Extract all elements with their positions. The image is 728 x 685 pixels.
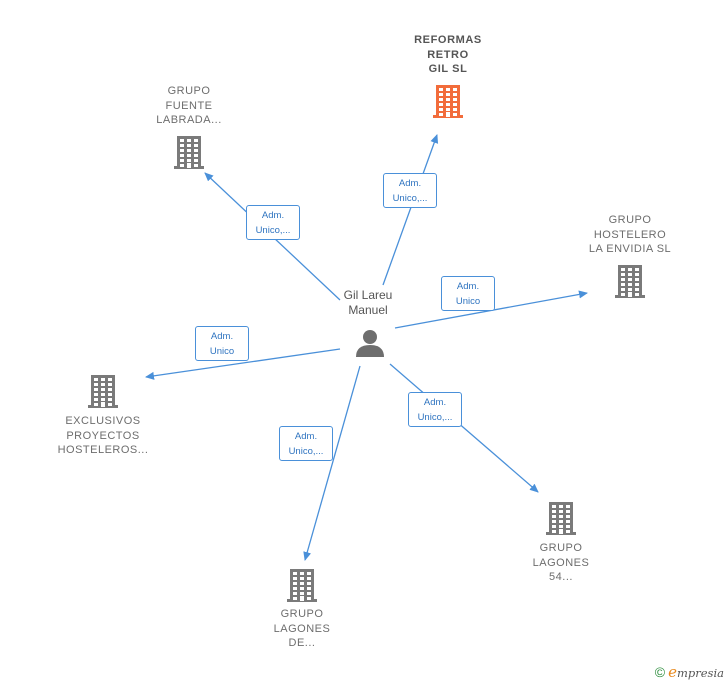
building-icon [615, 265, 645, 298]
edge-label-lagonesde[interactable]: Adm. Unico,... [279, 426, 333, 461]
company-node-lagonesde[interactable] [287, 567, 317, 608]
footer: ©empresia [655, 663, 724, 681]
company-name-envidia[interactable]: GRUPO HOSTELERO LA ENVIDIA SL [588, 214, 672, 255]
edge-lagones54 [389, 363, 539, 493]
edge-lagonesde [303, 365, 361, 561]
company-name-lagonesde[interactable]: GRUPO LAGONES DE... [273, 608, 331, 649]
company-name-fuente[interactable]: GRUPO FUENTE LABRADA... [156, 85, 222, 126]
edge-exclusivos [145, 348, 341, 380]
edge-label-envidia[interactable]: Adm. Unico [441, 276, 495, 311]
edge-label-fuente[interactable]: Adm. Unico,... [246, 205, 300, 240]
edge-label-reformas[interactable]: Adm. Unico,... [383, 173, 437, 208]
person-icon [356, 330, 384, 357]
building-icon [287, 569, 317, 602]
brand-logo: empresia [668, 663, 724, 681]
building-icon [546, 502, 576, 535]
company-name-exclusivos[interactable]: EXCLUSIVOS PROYECTOS HOSTELEROS... [57, 415, 149, 456]
company-name-lagones54[interactable]: GRUPO LAGONES 54... [532, 542, 590, 583]
building-icon [174, 136, 204, 169]
company-name-reformas[interactable]: REFORMAS RETRO GIL SL [414, 34, 482, 75]
person-name: Gil Lareu Manuel [343, 288, 393, 317]
building-icon [433, 85, 463, 118]
person-node[interactable] [355, 328, 385, 358]
company-node-reformas[interactable] [433, 83, 463, 124]
edge-label-exclusivos[interactable]: Adm. Unico [195, 326, 249, 361]
company-node-exclusivos[interactable] [88, 373, 118, 414]
company-node-lagones54[interactable] [546, 500, 576, 541]
edge-reformas [382, 134, 439, 286]
edge-label-lagones54[interactable]: Adm. Unico,... [408, 392, 462, 427]
copyright-icon: © [654, 664, 666, 680]
company-node-envidia[interactable] [615, 263, 645, 304]
company-node-fuente[interactable] [174, 134, 204, 175]
building-icon [88, 375, 118, 408]
